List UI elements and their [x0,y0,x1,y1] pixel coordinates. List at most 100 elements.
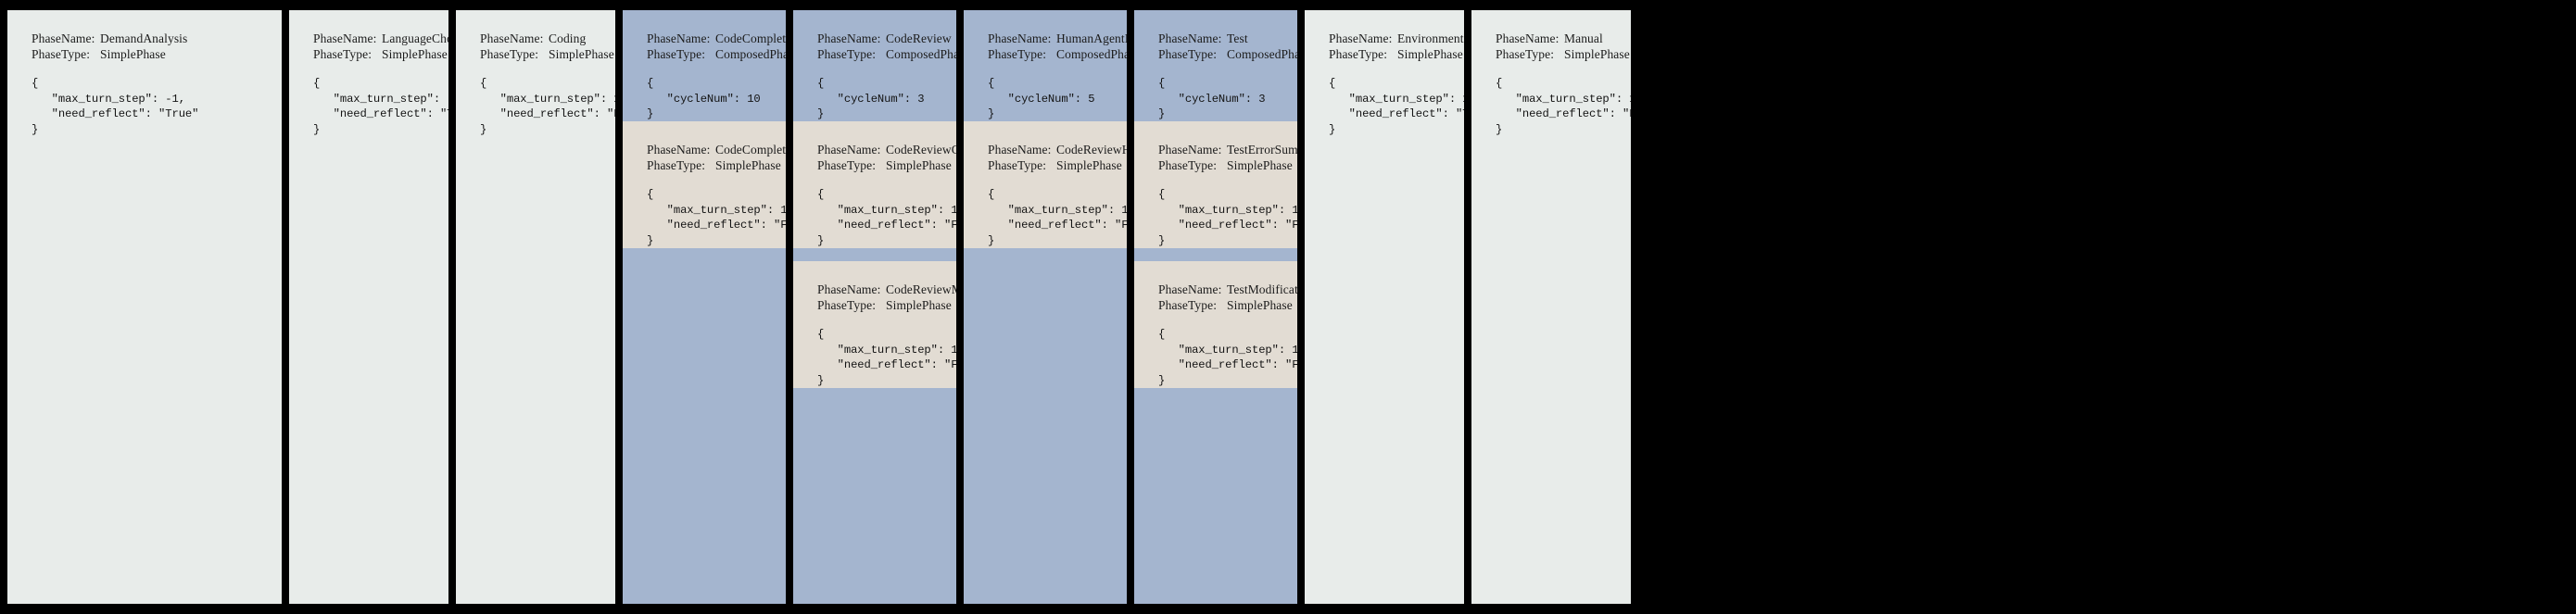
json-line: { [1158,188,1166,201]
phase-config-json: { "max_turn_step": 1, "need_reflect": "F… [1496,76,1631,137]
phase-config-json: { "cycleNum": 3} [817,76,956,122]
json-line: "cycleNum": 3 [1158,92,1266,106]
json-line: "need_reflect": "False" [1178,358,1297,371]
phase-config-json: { "cycleNum": 10} [647,76,786,122]
phase-type-key: PhaseType: [647,47,706,61]
phase-type-key: PhaseType: [817,158,877,172]
subphase-card: PhaseName:TestModificationPhaseType:Simp… [1134,261,1297,388]
phase-name-value: CodeReviewHuman [1056,143,1127,157]
phase-name-key: PhaseName: [817,31,881,45]
phase-name-value: LanguageChoose [382,31,448,45]
json-line: { [480,77,487,90]
json-line: { [1158,328,1166,341]
json-line: "max_turn_step": 1, [1329,92,1464,106]
json-line: } [1496,122,1503,136]
json-line: { [32,77,39,90]
phase-card-code-complete-all[interactable]: PhaseName:CodeCompleteAllPhaseType:Compo… [623,10,786,604]
phase-card-language-choose[interactable]: PhaseName: LanguageChoosePhaseType: Simple… [289,10,448,604]
phase-type-row: PhaseType:SimplePhase [32,46,282,62]
phase-type-key: PhaseType: [313,47,373,61]
json-line: { [988,188,995,201]
phase-type-key: PhaseType: [647,158,706,172]
phase-name-value: CodeReviewModification [886,282,956,296]
json-line: "max_turn_step": 1, [988,203,1127,217]
subphase-card: PhaseName:CodeReviewModificationPhaseTyp… [793,261,956,388]
phase-type-value: SimplePhase [1227,158,1293,172]
composed-phase-cycle-area [964,248,1127,604]
phase-name-row: PhaseName:CodeComplete [647,142,786,157]
phase-name-key: PhaseName: [647,143,711,157]
phase-type-key: PhaseType: [1329,47,1388,61]
json-line: { [313,77,321,90]
phase-type-row: PhaseType: ComposedPhase [817,46,956,62]
json-line: "max_turn_step": 1, [817,203,956,217]
phase-type-row: PhaseType: ComposedPhase [988,46,1127,62]
json-line: "max_turn_step": -1, [333,92,448,106]
phase-name-row: PhaseName:CodeCompleteAll [647,31,786,46]
phase-name-key: PhaseName: [313,31,377,45]
json-line: } [32,122,39,136]
phase-name-value: TestModification [1227,282,1297,296]
json-line: "need_reflect": "True" [32,107,199,120]
phase-name-key: PhaseName: [988,143,1052,157]
phase-type-row: PhaseType: SimplePhase [647,157,786,173]
json-line: "cycleNum": 10 [647,92,761,106]
json-line: } [817,107,825,120]
phase-name-row: PhaseName:EnvironmentDoc [1329,31,1464,46]
json-line: "need_reflect": "True" [333,107,448,120]
json-line: } [647,233,654,247]
json-line: { [817,328,825,341]
phase-card-human-agent-interaction[interactable]: PhaseName:HumanAgentInteractionPhaseType… [964,10,1127,604]
json-line: "cycleNum": 3 [817,92,925,106]
phase-type-value: SimplePhase [715,158,781,172]
phase-type-value: SimplePhase [1564,47,1630,61]
phase-type-row: PhaseType:ComposedPhase [647,46,786,62]
phase-type-value: SimplePhase [1397,47,1463,61]
json-line: "max_turn_step": 1, [480,92,615,106]
phase-name-key: PhaseName: [1496,31,1559,45]
phase-name-key: PhaseName: [1158,282,1222,296]
json-line: { [1158,77,1166,90]
subphase-card: PhaseName:CodeReviewCommentPhaseType:Sim… [793,121,956,248]
phase-name-value: EnvironmentDoc [1397,31,1464,45]
phase-type-row: PhaseType:SimplePhase [988,157,1127,173]
phase-type-key: PhaseType: [1496,47,1555,61]
subphase-card: PhaseName:TestErrorSummaryPhaseType:Simp… [1134,121,1297,248]
json-line: "max_turn_step": 1, [817,343,956,357]
phase-type-value: SimplePhase [382,47,448,61]
phase-type-key: PhaseType: [817,47,877,61]
phase-type-value: SimplePhase [1227,298,1293,312]
phase-name-value: Coding [549,31,587,45]
phase-card-environment-doc[interactable]: PhaseName:EnvironmentDocPhaseType: Simple… [1305,10,1464,604]
phase-type-value: ComposedPhase [1056,47,1127,61]
phase-type-key: PhaseType: [480,47,539,61]
phase-type-row: PhaseType: SimplePhase [1329,46,1464,62]
phase-type-key: PhaseType: [988,47,1047,61]
json-line: "max_turn_step": 1, [1158,203,1297,217]
phase-config-json: { "max_turn_step": -1, "need_reflect": "… [313,76,448,137]
simple-phase-body: PhaseName: LanguageChoosePhaseType: Simple… [289,10,448,604]
phase-name-key: PhaseName: [1158,143,1222,157]
json-line: "max_turn_step": 1, [1158,343,1297,357]
phase-name-key: PhaseName: [817,143,881,157]
json-line: } [1329,122,1336,136]
phase-type-row: PhaseType:ComposedPhase [1158,46,1297,62]
json-line: } [817,373,825,387]
json-line: "max_turn_step": 1, [647,203,786,217]
json-line: "need_reflect": "False" [837,219,956,232]
phase-name-key: PhaseName: [32,31,95,45]
json-line: "need_reflect": "False" [1007,219,1127,232]
phase-type-key: PhaseType: [988,158,1047,172]
phase-type-value: ComposedPhase [886,47,956,61]
json-line: } [817,233,825,247]
phase-config-json: { "max_turn_step": 1, "need_reflect": "F… [817,187,956,248]
